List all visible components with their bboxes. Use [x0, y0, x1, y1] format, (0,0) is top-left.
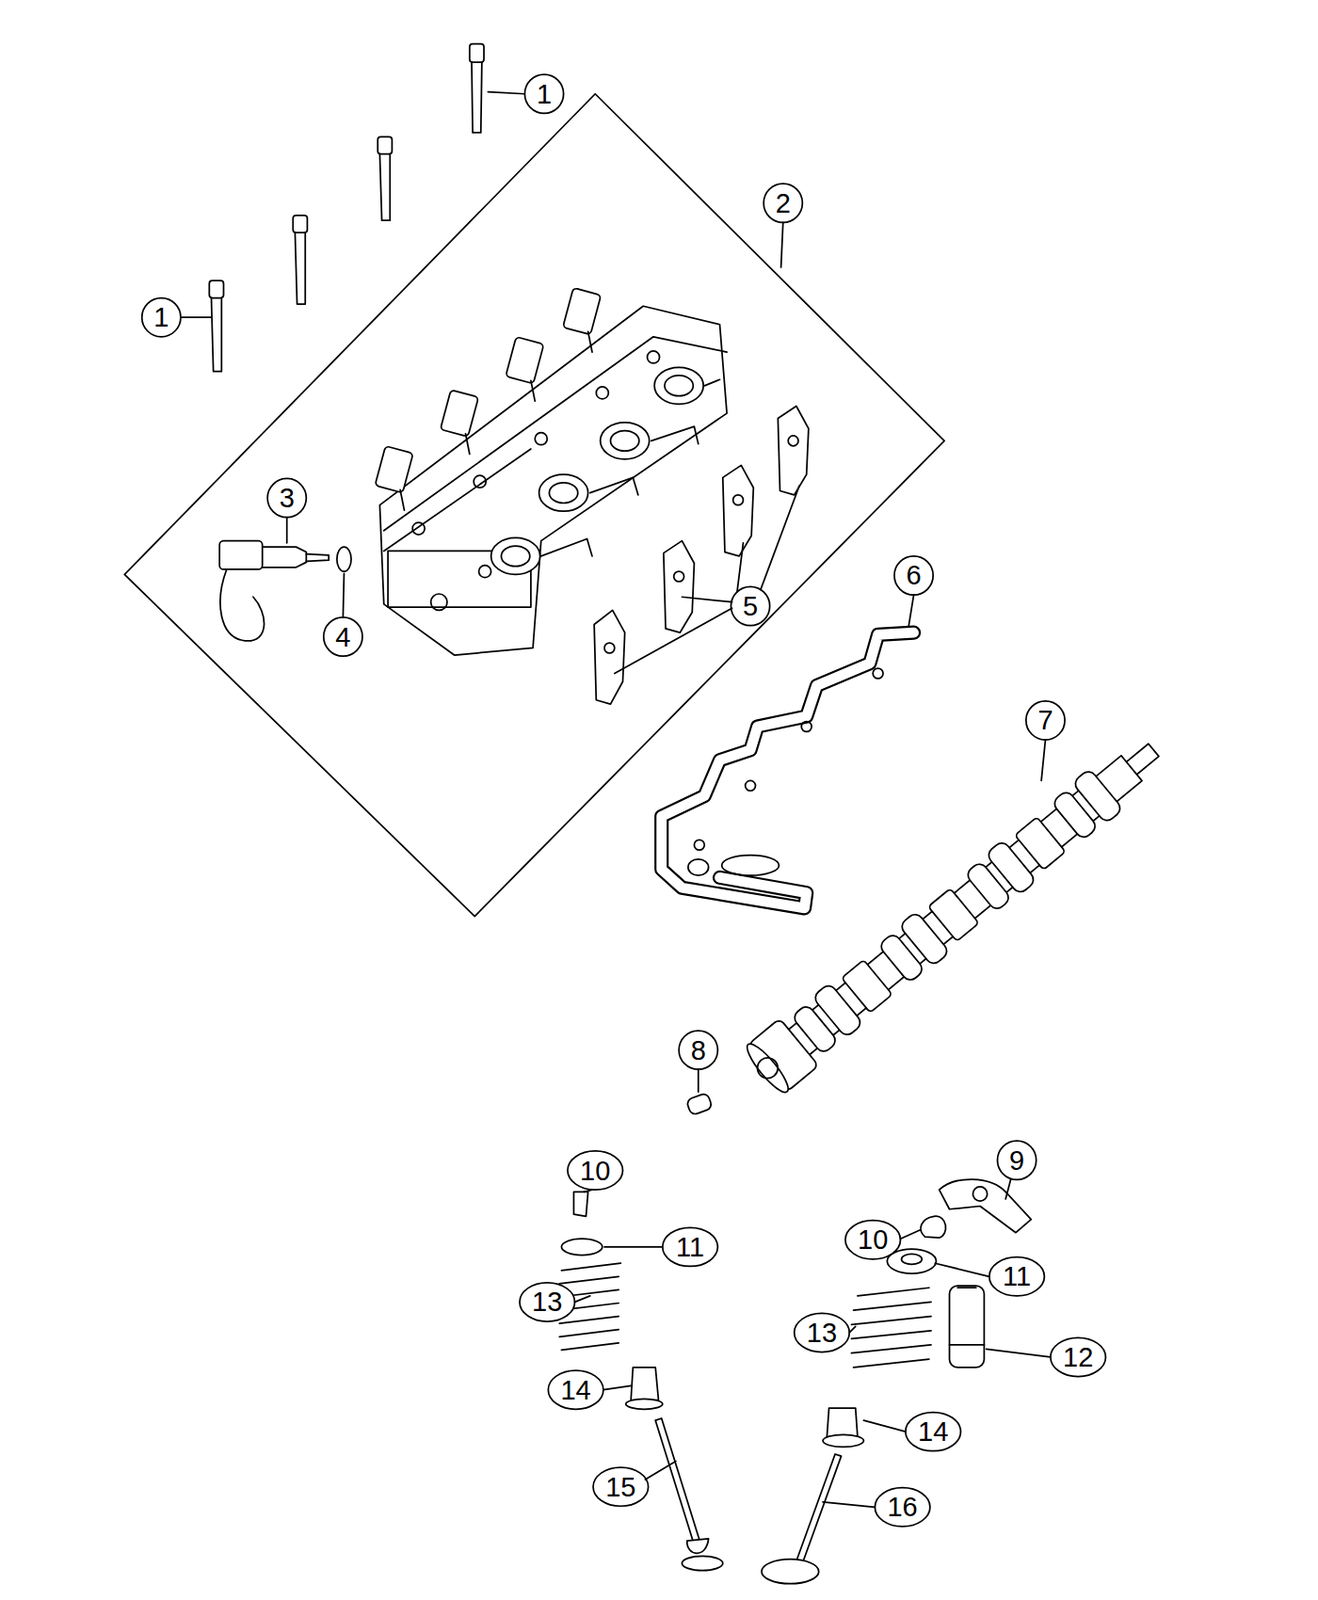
callout-number: 14 [560, 1376, 591, 1404]
valve-set-right [761, 1179, 1031, 1585]
sensor [219, 541, 329, 642]
leader-lines [180, 92, 1051, 1509]
callout-number: 2 [775, 189, 791, 217]
callout-number: 10 [857, 1226, 888, 1254]
callout-number: 5 [742, 593, 758, 621]
group-frame [124, 94, 945, 917]
dowel [686, 1092, 713, 1116]
callout-number: 9 [1009, 1146, 1025, 1174]
callout-number: 11 [1002, 1263, 1031, 1291]
o-ring [337, 546, 352, 572]
callout-number: 1 [153, 304, 169, 332]
callout-number: 14 [917, 1418, 949, 1447]
callout-number: 12 [1062, 1343, 1093, 1371]
rocker-arms [594, 406, 809, 706]
callout-circles [142, 74, 1107, 1527]
gasket [661, 632, 915, 909]
callout-number: 4 [335, 623, 351, 651]
camshaft [739, 726, 1174, 1099]
callout-number: 11 [675, 1233, 705, 1261]
callout-number: 8 [691, 1036, 707, 1064]
callout-number: 15 [605, 1473, 636, 1501]
callout-number: 16 [886, 1494, 917, 1522]
callout-number: 6 [905, 562, 921, 590]
callout-number: 13 [806, 1318, 837, 1347]
callout-number: 3 [279, 484, 295, 513]
callout-number: 10 [579, 1157, 611, 1185]
module-body [374, 288, 727, 656]
valve-set-left [559, 1191, 724, 1571]
callout-number: 13 [531, 1288, 563, 1317]
callout-number: 7 [1037, 707, 1053, 735]
callout-number: 1 [536, 80, 552, 108]
bolts [208, 44, 484, 372]
